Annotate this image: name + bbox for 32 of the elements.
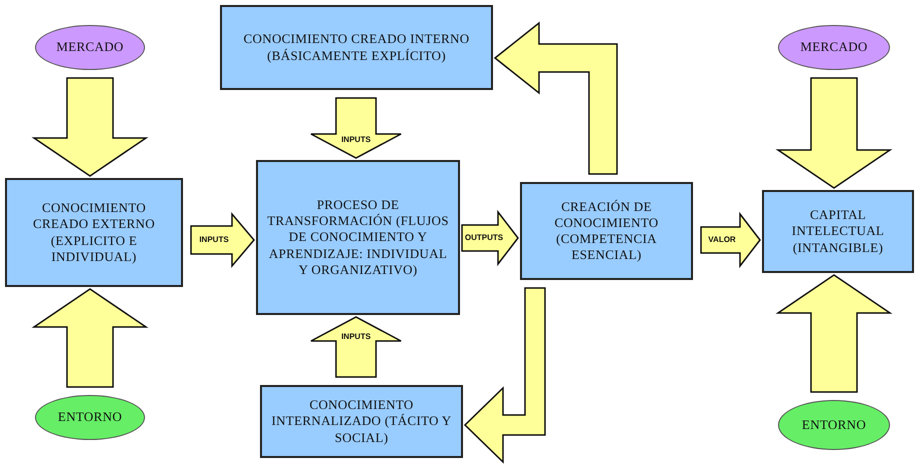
edge-label: INPUTS [199,236,229,244]
node-text: ENTORNO [802,416,866,434]
edge-label: VALOR [708,236,736,244]
edge-label: OUTPUTS [464,234,504,242]
node-text: CONOCIMIENTO CREADO EXTERNO (EXPLICITO E INDIVIDUAL) [32,200,156,265]
block-arrow [32,77,148,177]
block-arrow [190,212,255,268]
node-text: MERCADO [800,39,868,56]
block-arrow [310,97,402,159]
process-box [256,160,460,315]
process-box [520,182,693,280]
node-text: PROCESO DE TRANSFORMACIÓN (FLUJOS DE CONOCIMIENTO Y APRENDIZAJE: INDIVIDUAL Y ORGANIZATIVO) [266,196,450,278]
edge-label: INPUTS [341,333,371,341]
process-box [762,190,914,273]
node-text: CAPITAL INTELECTUAL (INTANGIBLE) [790,207,886,256]
block-arrow [494,21,618,175]
block-arrow [32,288,148,388]
block-arrow [464,287,546,464]
block-arrow [776,77,892,189]
process-box [5,178,183,287]
node-text: ENTORNO [58,409,122,426]
node-text: MERCADO [56,39,124,56]
block-arrow [776,274,892,393]
node-text: CREACIÓN DE CONOCIMIENTO (COMPETENCIA ESENCIAL) [553,198,660,264]
block-arrow [461,210,519,266]
block-arrow [310,316,402,378]
process-box [260,385,463,458]
process-box [220,5,493,90]
block-arrow [700,212,761,268]
edge-label: INPUTS [341,136,371,144]
node-text: CONOCIMIENTO CREADO INTERNO (BÁSICAMENTE EXPLÍCITO) [242,31,470,64]
node-text: CONOCIMIENTO INTERNALIZADO (TÁCITO Y SOCIAL) [270,397,453,446]
